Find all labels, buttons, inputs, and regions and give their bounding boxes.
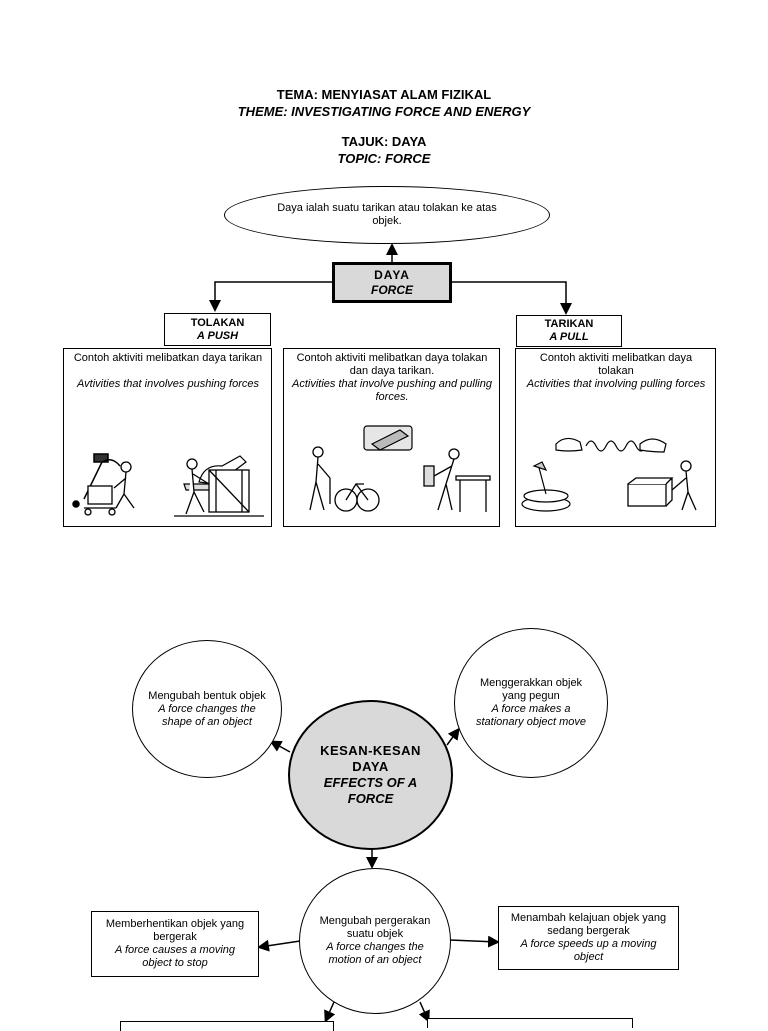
topic-title-en: TOPIC: FORCE [337, 151, 431, 166]
effect-speed-ms: Menambah kelajuan objek yang sedang berg… [510, 912, 667, 937]
arrow-down-left [324, 1001, 336, 1023]
effects-center-ms: KESAN-KESAN DAYA [320, 743, 421, 774]
push-activities-box: Contoh aktiviti melibatkan daya tarikan … [63, 348, 272, 527]
pull-desc-en: Activities that involving pulling forces [526, 378, 706, 390]
effects-center-circle: KESAN-KESAN DAYA EFFECTS OF A FORCE [288, 700, 453, 850]
pull-desc-ms: Contoh aktiviti melibatkan daya tolakan [539, 352, 693, 377]
arrow-to-shape [269, 740, 291, 753]
pull-label-ms: TARIKAN [544, 318, 594, 330]
effect-box-bottom-left [120, 1021, 334, 1031]
effect-shape-en: A force changes the shape of an object [158, 702, 256, 728]
effect-stop-ms: Memberhentikan objek yang bergerak [105, 918, 245, 943]
effect-shape-ms: Mengubah bentuk objek [148, 689, 266, 702]
effect-stop-box: Memberhentikan objek yang bergerak A for… [91, 911, 259, 977]
force-central-en: FORCE [371, 282, 413, 297]
arrow-to-push [209, 281, 333, 312]
topic-title-ms: TAJUK: DAYA [341, 134, 427, 149]
definition-text: Daya ialah suatu tarikan atau tolakan ke… [277, 202, 497, 227]
push-pull-activities-box: Contoh aktiviti melibatkan daya tolakan … [283, 348, 500, 527]
push-desc-en: Avtivities that involves pushing forces [77, 378, 259, 390]
push-activities-illustration [72, 453, 264, 517]
pull-label-en: A PULL [549, 331, 589, 343]
effect-move-ms: Menggerakkan objek yang pegun [479, 677, 583, 702]
force-central-ms: DAYA [374, 267, 410, 282]
effect-motion-circle: Mengubah pergerakan suatu objek A force … [299, 868, 451, 1014]
push-label-box: TOLAKAN A PUSH [164, 313, 271, 346]
pull-label-box: TARIKAN A PULL [516, 315, 622, 347]
effect-motion-ms: Mengubah pergerakan suatu objek [319, 915, 431, 940]
effect-speed-box: Menambah kelajuan objek yang sedang berg… [498, 906, 679, 970]
push-label-en: A PUSH [196, 329, 239, 342]
pull-activities-box: Contoh aktiviti melibatkan daya tolakan … [515, 348, 716, 527]
arrow-down-right [418, 1001, 430, 1023]
arrow-to-speed [449, 935, 500, 948]
pull-activities-illustration [521, 437, 697, 512]
arrow-to-stop [257, 939, 301, 952]
push-label-ms: TOLAKAN [190, 316, 245, 329]
push-pull-activities-illustration [309, 425, 491, 512]
effects-center-en: EFFECTS OF A FORCE [323, 775, 418, 806]
effect-move-circle: Menggerakkan objek yang pegun A force ma… [454, 628, 608, 778]
both-desc-en: Activities that involve pushing and pull… [292, 378, 492, 403]
theme-title-ms: TEMA: MENYIASAT ALAM FIZIKAL [276, 87, 492, 102]
push-desc-ms: Contoh aktiviti melibatkan daya tarikan [73, 352, 263, 364]
theme-title-en: THEME: INVESTIGATING FORCE AND ENERGY [237, 104, 531, 119]
effect-move-en: A force makes a stationary object move [475, 703, 587, 728]
effect-box-bottom-right [427, 1018, 633, 1028]
effect-speed-en: A force speeds up a moving object [520, 938, 657, 963]
effect-shape-circle: Mengubah bentuk objek A force changes th… [132, 640, 282, 778]
effect-motion-en: A force changes the motion of an object [326, 941, 424, 966]
arrow-to-pull [451, 281, 572, 315]
force-central-box: DAYA FORCE [332, 262, 452, 303]
both-desc-ms: Contoh aktiviti melibatkan daya tolakan … [296, 352, 488, 377]
effect-stop-en: A force causes a moving object to stop [114, 944, 236, 969]
arrow-to-move [446, 727, 460, 746]
definition-ellipse: Daya ialah suatu tarikan atau tolakan ke… [224, 186, 550, 244]
